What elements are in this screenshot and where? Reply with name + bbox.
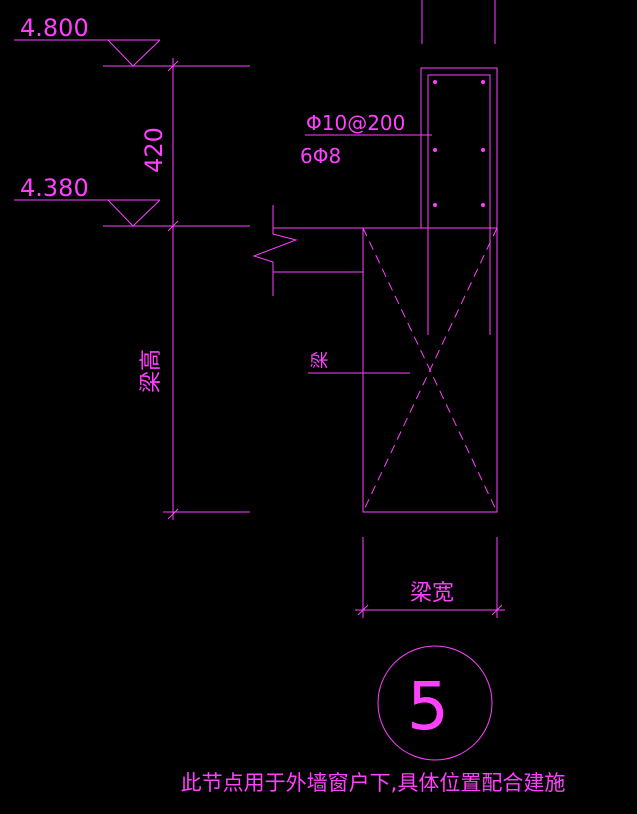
width-tick-right [491, 604, 503, 616]
rebar-dot [433, 148, 437, 152]
rebar-dot [481, 203, 485, 207]
detail-bubble: 5 [377, 645, 493, 761]
level-bottom-text: 4.380 [20, 174, 89, 202]
level-bottom-triangle [107, 199, 161, 227]
level-top-triangle [107, 39, 161, 67]
level-top-text: 4.800 [20, 14, 89, 42]
rebar-dot [481, 148, 485, 152]
stirrup-outline [427, 74, 491, 335]
horizontal-dimension: 梁宽 [355, 537, 505, 618]
dimension-tick-mid [167, 220, 179, 232]
upstand-outline [420, 67, 498, 228]
beam-width-label: 梁宽 [410, 581, 454, 606]
beam-label-callout: 梁 [308, 351, 410, 374]
detail-circle [377, 645, 493, 761]
level-mark-bottom: 4.380 [14, 174, 250, 227]
slab-break-symbol [252, 205, 363, 296]
dimension-tick-bottom [167, 508, 179, 520]
dimension-height-text: 420 [140, 127, 168, 173]
detail-note: 此节点用于外墙窗户下,具体位置配合建施 [181, 771, 566, 795]
break-line [252, 205, 298, 296]
width-tick-left [357, 604, 369, 616]
detail-number: 5 [407, 668, 449, 745]
rebar-dot [481, 80, 485, 84]
stirrup-spec-text: Φ10@200 [306, 111, 405, 135]
level-mark-top: 4.800 [14, 14, 250, 67]
rebar-dot [433, 80, 437, 84]
rebar-callout: Φ10@200 6Φ8 [300, 111, 432, 168]
beam-label-text: 梁 [310, 351, 331, 369]
rebar-dot [433, 203, 437, 207]
vertical-dimension: 420 梁高 [139, 58, 250, 520]
longitudinal-rebar-text: 6Φ8 [300, 144, 341, 168]
beam-diagonal-2 [362, 227, 498, 513]
beam-section [362, 227, 498, 513]
upstand-section [420, 67, 498, 335]
dimension-tick-top [167, 60, 179, 72]
beam-height-label: 梁高 [139, 349, 164, 393]
